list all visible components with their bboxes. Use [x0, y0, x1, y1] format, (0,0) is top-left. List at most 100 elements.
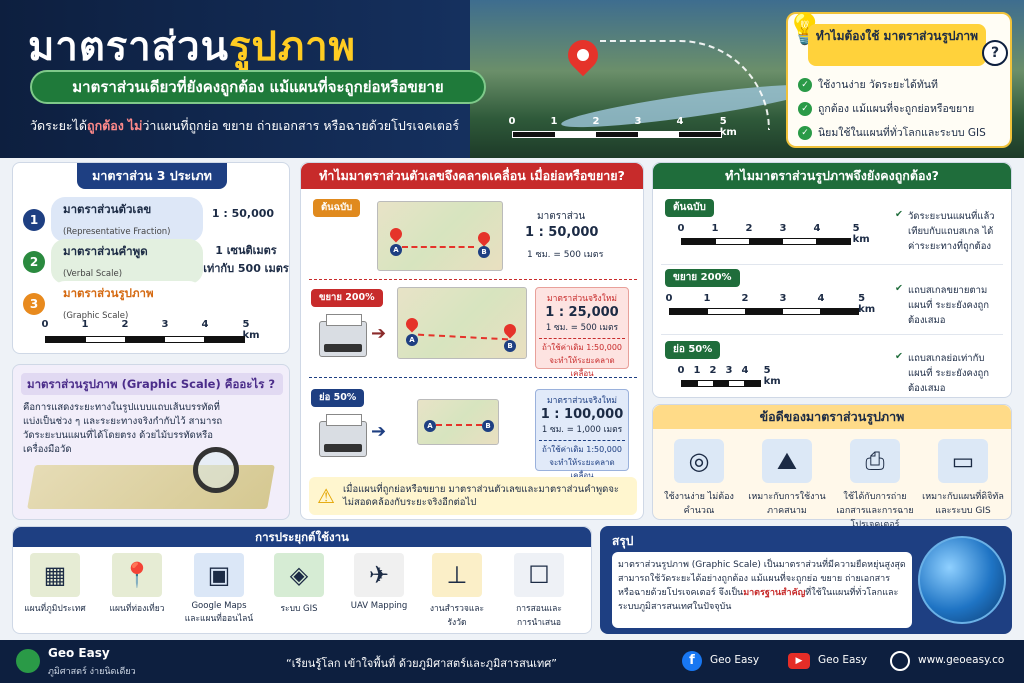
- pin-a-icon: [387, 225, 405, 243]
- scale-label: 3: [779, 293, 787, 304]
- app-label: ระบบ GIS: [280, 604, 318, 614]
- big-tag: ขยาย 200%: [311, 289, 383, 307]
- small-info-note: ถ้าใช้ค่าเดิม 1:50,000 จะทำให้ระยะคลาดเค…: [539, 440, 625, 482]
- app-label: แผนที่ภูมิประเทศ: [24, 604, 86, 614]
- big-info-note: ถ้าใช้ค่าเดิม 1:50,000 จะทำให้ระยะคลาดเค…: [539, 338, 625, 380]
- scale-bar-segments: [669, 308, 859, 315]
- scale-label: 1: [550, 116, 558, 127]
- apps-title: การประยุกต์ใช้งาน: [13, 527, 591, 547]
- divider: [309, 279, 637, 280]
- type-en: (Verbal Scale): [63, 269, 123, 279]
- question-mark-icon: ?: [982, 40, 1008, 66]
- row-tag: ต้นฉบับ: [665, 199, 714, 217]
- scale-label: 5 km: [852, 223, 870, 245]
- distance-line: [402, 246, 474, 248]
- small-info-value: 1 : 100,000: [540, 407, 624, 422]
- row-tag: ขยาย 200%: [665, 269, 740, 287]
- scale-label: 5 km: [858, 293, 876, 315]
- printer-icon: ⎙: [850, 439, 900, 483]
- header-scale-bar: 0 1 2 3 4 5 km: [508, 116, 737, 138]
- scale-label: 1: [693, 365, 701, 376]
- scale-label: 3: [161, 319, 169, 330]
- footer: Geo Easy ภูมิศาสตร์ ง่ายนิดเดียว “เรียนร…: [0, 640, 1024, 683]
- reduced-map: A B: [417, 399, 499, 445]
- scale-label: 0: [41, 319, 49, 330]
- scale-label: 1: [703, 293, 711, 304]
- numeric-error-panel: ทำไมมาตราส่วนตัวเลขจึงคลาดเคลื่อน เมื่อย…: [300, 162, 644, 520]
- warning-icon: ⚠: [317, 484, 335, 508]
- point-b: B: [482, 420, 494, 432]
- scale-bar: 0 1 2 3 4 5 km: [677, 365, 781, 387]
- app-label: งานสำรวจและรังวัด: [429, 604, 485, 628]
- summary-title: สรุป: [612, 534, 634, 548]
- big-info-value: 1 : 25,000: [545, 305, 619, 320]
- page-title: มาตราส่วนรูปภาพ: [28, 14, 356, 78]
- point-b: B: [478, 246, 490, 258]
- globe-web-icon[interactable]: [890, 651, 910, 671]
- check-icon: ✓: [798, 77, 812, 92]
- app-label: UAV Mapping: [350, 601, 408, 611]
- scale-label: 0: [508, 116, 516, 127]
- big-info-title: มาตราส่วนจริงใหม่: [546, 294, 618, 304]
- small-tag: ย่อ 50%: [311, 389, 365, 407]
- scale-bar-segments: [681, 380, 761, 387]
- globe-icon: [918, 536, 1006, 624]
- type-en: (Representative Fraction): [63, 227, 171, 237]
- summary-body-c: ที่ใช้ในแผนที่ทั่วโลกและระบบภูมิสารสนเทศ…: [618, 588, 899, 612]
- type-row-1: 1 มาตราส่วนตัวเลข(Representative Fractio…: [23, 197, 203, 242]
- scale-label: 4: [813, 223, 821, 234]
- row-tag: ย่อ 50%: [665, 341, 721, 359]
- scale-bar: 0 1 2 3 4 5 km: [678, 223, 870, 245]
- summary-panel: สรุป มาตราส่วนรูปภาพ (Graphic Scale) เป็…: [600, 526, 1012, 634]
- advantage-item: ◎ใช้งานง่าย ไม่ต้องคำนวณ: [657, 439, 741, 517]
- arrow-right-icon: ➔: [371, 323, 387, 344]
- big-info-sub: 1 ซม. = 500 เมตร: [545, 323, 619, 333]
- pin-a-icon: [403, 315, 421, 333]
- magnifier-icon: [193, 447, 239, 493]
- scale-bar: 0 1 2 3 4 5 km: [666, 293, 875, 315]
- point-a: A: [424, 420, 436, 432]
- app-item: ▦ แผนที่ภูมิประเทศ: [20, 553, 90, 615]
- type-name: มาตราส่วนรูปภาพ: [63, 286, 154, 300]
- summary-body-a: มาตราส่วนรูปภาพ (Graphic Scale) เป็นมาตร…: [618, 560, 906, 598]
- app-item: ☐การสอนและการนำเสนอ: [504, 553, 574, 629]
- point-b: B: [504, 340, 516, 352]
- graphic-correct-panel: ทำไมมาตราส่วนรูปภาพจึงยังคงถูกต้อง? ต้นฉ…: [652, 162, 1012, 398]
- why-question: ทำไมต้องใช้ มาตราส่วนรูปภาพ: [808, 24, 986, 66]
- small-info: มาตราส่วนจริงใหม่ 1 : 100,000 1 ซม. = 1,…: [535, 389, 629, 480]
- type-pill: มาตราส่วนคำพูด(Verbal Scale): [51, 239, 203, 284]
- desc-b: ถูกต้อง: [87, 118, 124, 133]
- what-title: มาตราส่วนรูปภาพ (Graphic Scale) คืออะไร …: [21, 373, 283, 395]
- footer-brand: Geo Easy: [48, 646, 110, 660]
- scale-bar-segments: [512, 131, 722, 138]
- scale-label: 0: [677, 365, 685, 376]
- website-link[interactable]: www.geoeasy.co: [918, 654, 1005, 666]
- printer-icon: [319, 414, 367, 457]
- youtube-link[interactable]: Geo Easy: [818, 654, 868, 666]
- app-item: 📍แผนที่ท่องเที่ยว: [102, 553, 172, 615]
- orig-value: 1 : 50,000: [525, 225, 599, 240]
- scale-label: 3: [634, 116, 642, 127]
- advantage-item: ⎙ใช้ได้กับการถ่ายเอกสารและการฉายโปรเจคเต…: [833, 439, 917, 531]
- facebook-icon[interactable]: f: [682, 651, 702, 671]
- small-info-title: มาตราส่วนจริงใหม่: [546, 396, 618, 406]
- types-panel: มาตราส่วน 3 ประเภท 1 มาตราส่วนตัวเลข(Rep…: [12, 162, 290, 354]
- check-icon: ✔: [895, 351, 903, 362]
- pin-b-icon: [475, 229, 493, 247]
- scale-label: 5 km: [242, 319, 260, 341]
- enlarged-map: A B: [397, 287, 527, 359]
- header-description: วัดระยะได้ถูกต้อง ไม่ว่าแผนที่ถูกย่อ ขยา…: [30, 116, 459, 136]
- types-scale-bar: 0 1 2 3 4 5 km: [41, 319, 260, 343]
- right-row-3: ย่อ 50% 0 1 2 3 4 5 km ✔แถบสเกลย่อเท่ากั…: [661, 337, 1003, 395]
- footer-quote: “เรียนรู้โลก เข้าใจพื้นที่ ด้วยภูมิศาสตร…: [286, 657, 557, 670]
- advantage-label: ใช้งานง่าย ไม่ต้องคำนวณ: [664, 492, 734, 516]
- advantage-item: ⛰เหมาะกับการใช้งานภาคสนาม: [745, 439, 829, 517]
- youtube-icon[interactable]: ▶: [788, 653, 810, 669]
- arrow-right-icon: ➔: [371, 421, 387, 442]
- facebook-link[interactable]: Geo Easy: [710, 654, 760, 666]
- scale-label: 2: [741, 293, 749, 304]
- scale-label: 2: [592, 116, 600, 127]
- app-item: ✈UAV Mapping: [344, 553, 414, 611]
- topo-map-icon: ▦: [30, 553, 80, 597]
- app-item: ◈ระบบ GIS: [264, 553, 334, 615]
